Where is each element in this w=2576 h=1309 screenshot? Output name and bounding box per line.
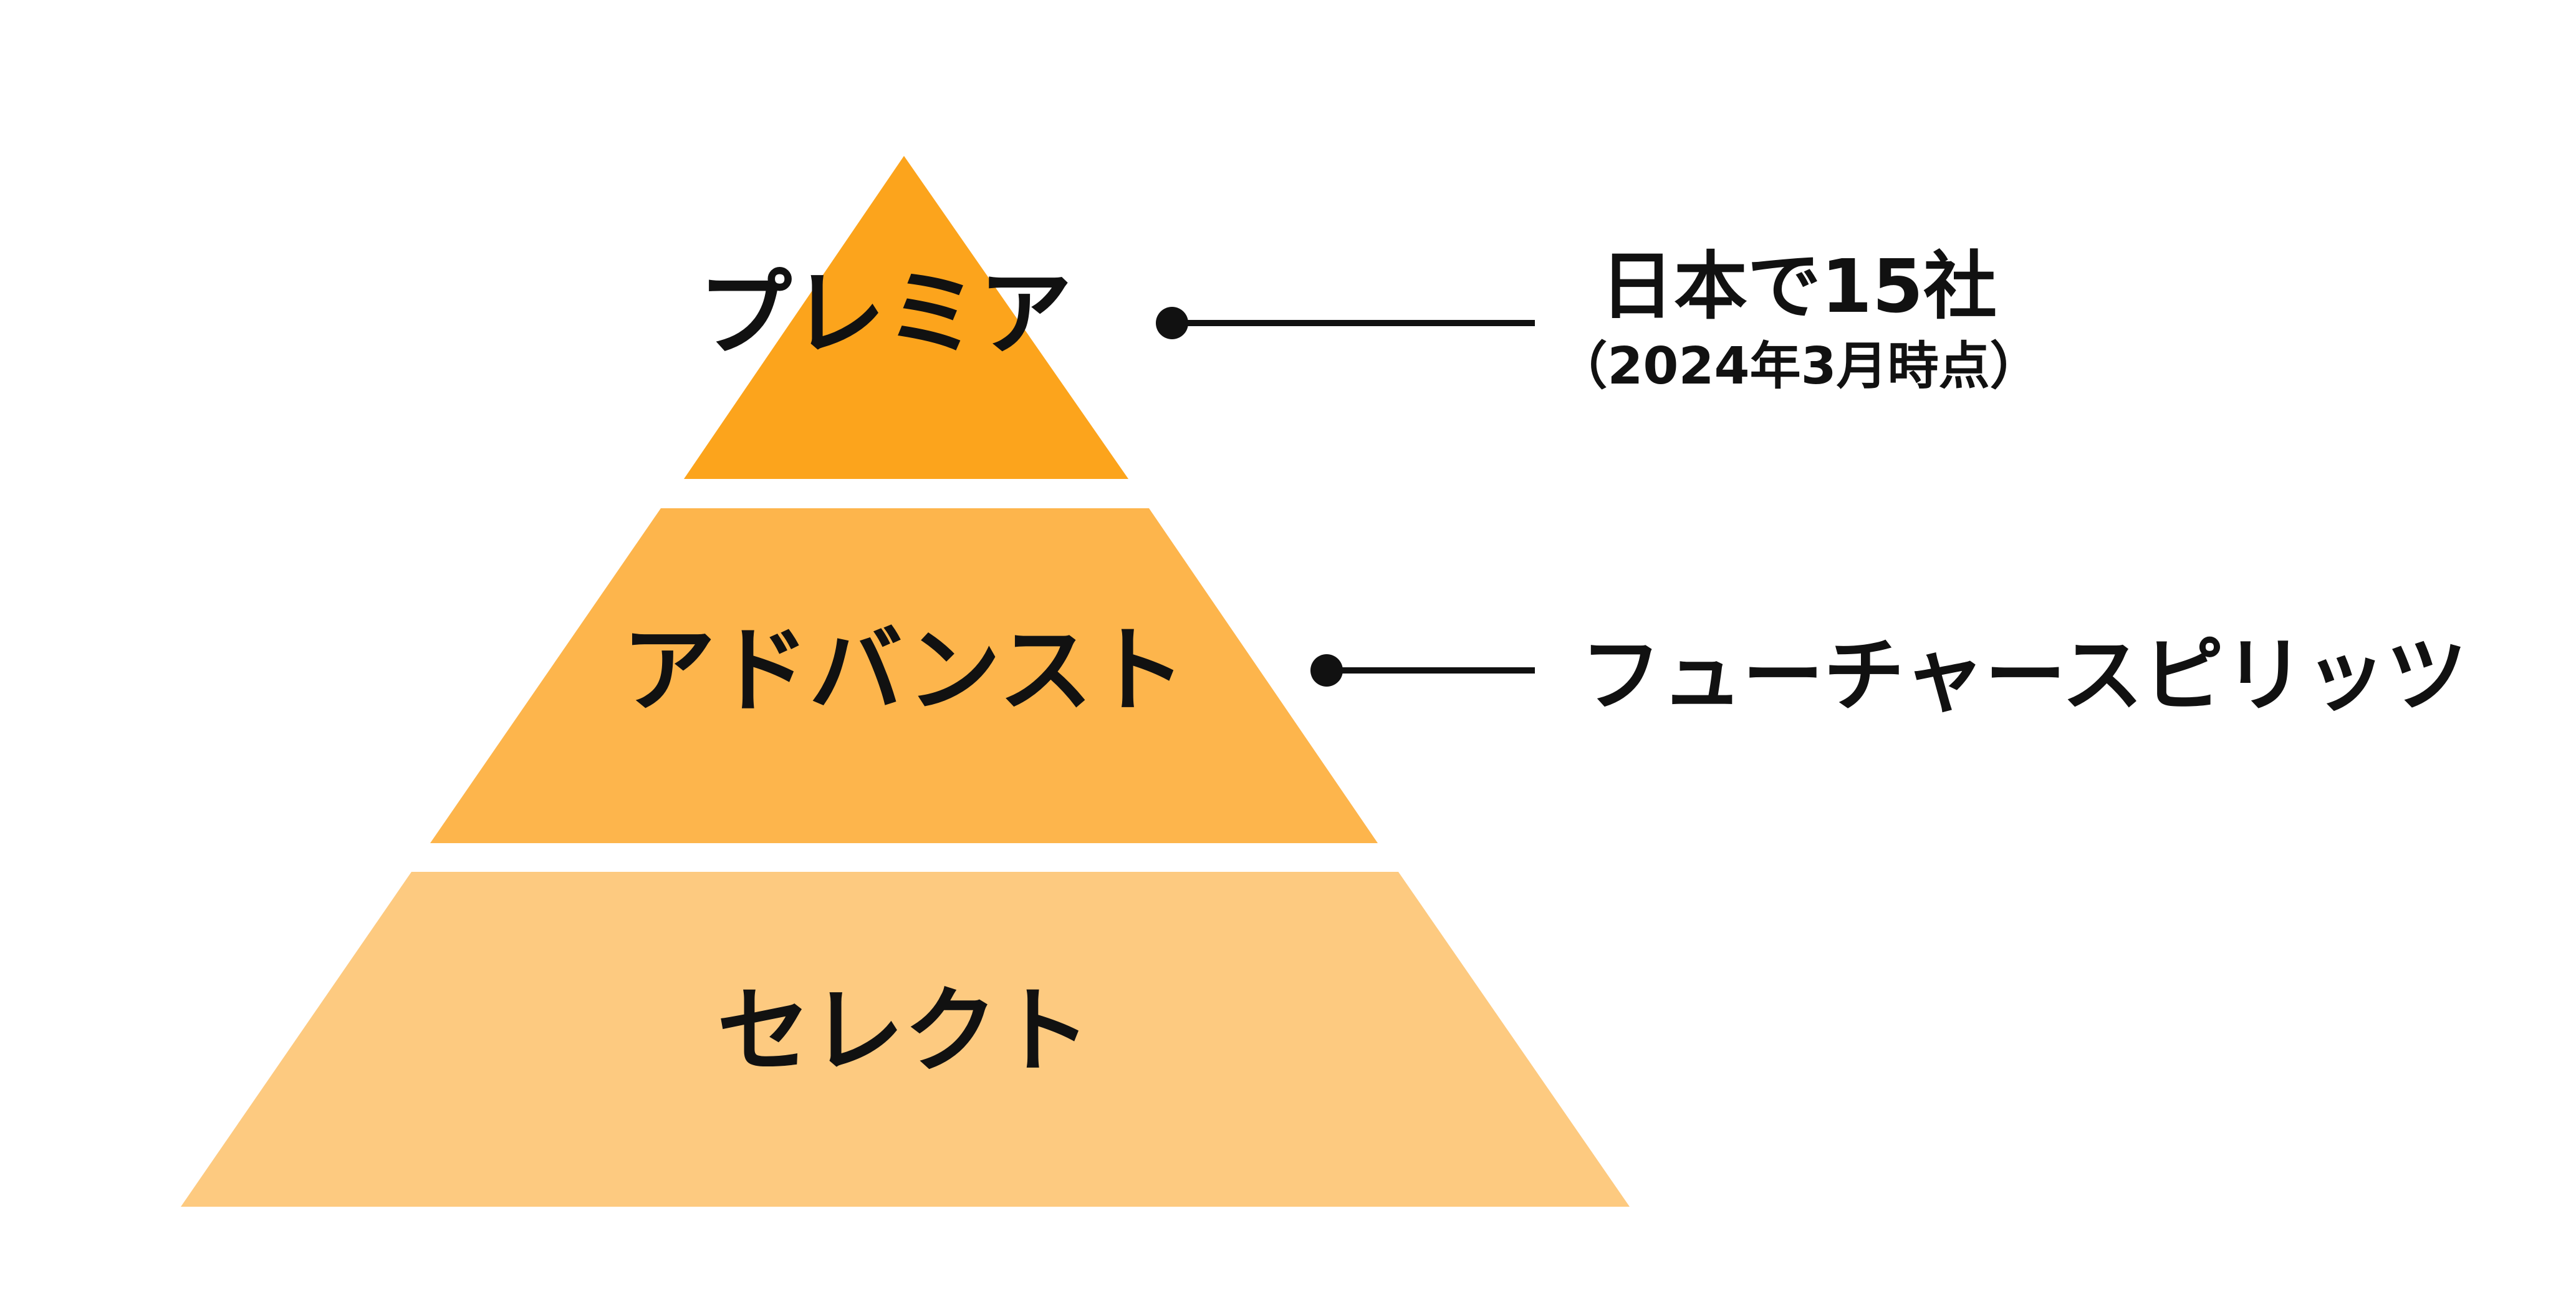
tier-select-shape	[181, 872, 1630, 1207]
premier-count-text: 日本で15社	[1600, 243, 1997, 329]
tier-premier-shape	[684, 156, 1128, 479]
tier-select-label: セレクト	[717, 977, 1091, 1086]
advanced-company-text: フューチャースピリッツ	[1580, 628, 2467, 723]
tier-advanced-shape	[430, 508, 1378, 843]
tier-advanced-label: アドバンスト	[622, 617, 1186, 725]
tier-premier-label: プレミア	[698, 260, 1072, 369]
premier-date-text: （2024年3月時点）	[1556, 337, 2040, 396]
